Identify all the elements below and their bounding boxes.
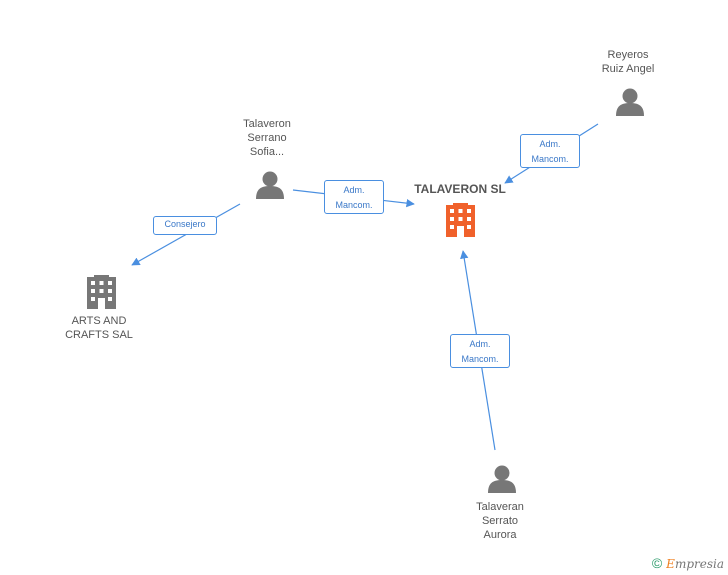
edge-label-adm-mancom: Adm. Mancom. — [520, 134, 580, 168]
node-label-talaveran-serrato-aurora[interactable]: Talaveran Serrato Aurora — [476, 501, 524, 541]
edge-label-adm-mancom: Adm. Mancom. — [324, 180, 384, 214]
empresia-logo: ©Empresia — [651, 555, 724, 571]
copyright-icon: © — [651, 555, 663, 571]
node-label-reyeros-ruiz-angel[interactable]: Reyeros Ruiz Angel — [601, 49, 655, 75]
edge-label-consejero: Consejero — [153, 216, 217, 235]
edge-label-adm-mancom: Adm. Mancom. — [450, 334, 510, 368]
building-icon[interactable] — [446, 203, 475, 237]
person-icon[interactable] — [616, 88, 644, 117]
node-label-talaveron-sl[interactable]: TALAVERON SL — [414, 182, 506, 196]
person-icon[interactable] — [488, 465, 516, 494]
node-label-arts-and-crafts-sal[interactable]: ARTS AND CRAFTS SAL — [65, 315, 133, 341]
person-icon[interactable] — [256, 171, 284, 200]
building-icon[interactable] — [87, 275, 116, 309]
node-label-talaveron-serrano-sofia[interactable]: Talaveron Serrano Sofia... — [243, 118, 291, 158]
